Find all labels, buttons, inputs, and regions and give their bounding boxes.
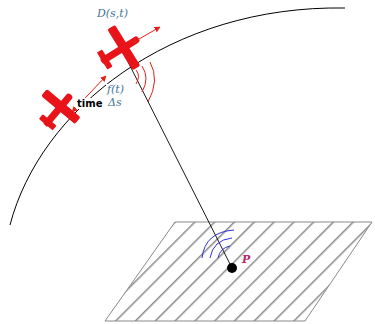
emitted-waves: [136, 62, 155, 102]
point-marker: [227, 263, 237, 273]
time-label: time: [76, 98, 103, 109]
flight-path: [10, 8, 345, 225]
function-label: D(s,t): [96, 8, 129, 20]
airplane: [89, 18, 152, 82]
received-waves: [202, 230, 234, 258]
interval-arrow: [72, 76, 106, 112]
interval-label: Δs: [107, 97, 123, 109]
displacement-arrow: [132, 27, 160, 43]
point-label: P: [241, 254, 251, 266]
airplane: [28, 81, 87, 140]
ground-plane: [105, 222, 372, 321]
function-label: f(t): [106, 84, 125, 96]
